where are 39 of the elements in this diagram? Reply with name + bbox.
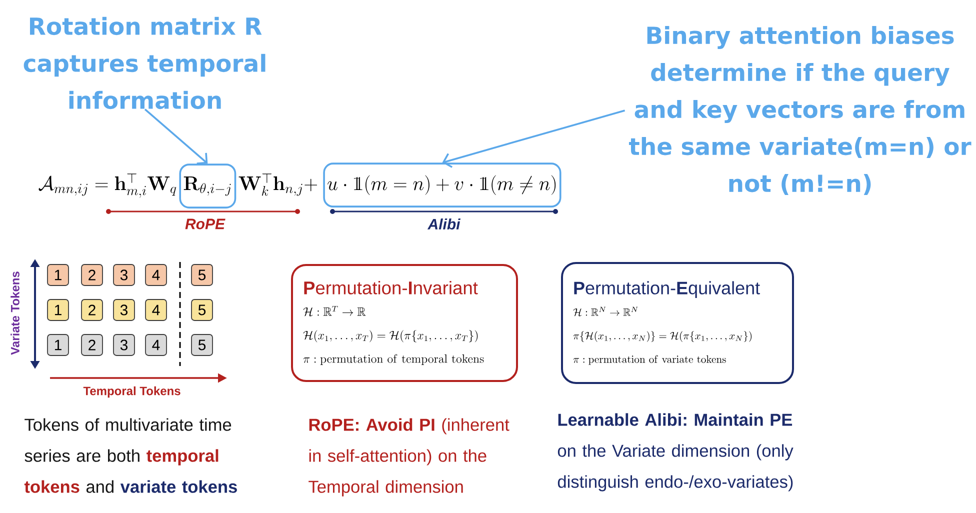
formula-line: $\pi:\mathrm{permutation\ of\ variate\ tokens}$ xyxy=(573,355,726,365)
formula-line: $\mathcal{H}:\mathbb{R}^{N}\to\mathbb{R}^{N}$ xyxy=(573,306,638,316)
token-tile: 1 xyxy=(47,264,69,286)
token-tile: 3 xyxy=(113,299,135,321)
formula-line: $\pi:\mathrm{permutation\ of\ temporal\ tokens}$ xyxy=(303,354,484,366)
bracket-label: RoPE xyxy=(185,218,226,230)
callout-text: Binary attention biases determine if the query and key vectors are from the same variate(m=n) or not (m!=n) xyxy=(628,26,972,195)
formula-line: $\mathcal{H}(x_1,\ldots,x_T)=\mathcal{H}(\pi\{x_1,\ldots,x_T\})$ xyxy=(303,330,478,342)
token-tile: 1 xyxy=(47,334,69,356)
token-tile: 2 xyxy=(81,334,103,356)
highlight-box: $u\cdot 1\!\!1(m=n)+v\cdot 1\!\!1(m\neq n)$ xyxy=(323,162,562,208)
box-heading: Permutation-Invariant xyxy=(304,280,478,294)
caption-text: Tokens of multivariate time series are both temporal tokens and variate tokens xyxy=(24,418,237,493)
token-tile: 5 xyxy=(191,264,213,286)
axis-label: Variate Tokens xyxy=(10,272,20,355)
leader-arrow xyxy=(144,108,208,164)
highlight-box: $\mathbf{R}_{\theta,i-j}$ xyxy=(179,164,236,208)
callout-text: Rotation matrix R captures temporal information xyxy=(24,16,266,110)
caption-text: RoPE: Avoid PI (inherent in self-attention) on the Temporal dimension xyxy=(308,418,510,496)
formula-line: $\pi\{\mathcal{H}(x_1,\ldots,x_N)\}=\mathcal{H}(\pi\{x_1,\ldots,x_N\})$ xyxy=(573,331,752,342)
formula: $\mathbf{W}_k^{\top}\mathbf{h}_{n,j}+$ xyxy=(238,174,318,196)
bracket-label: Alibi xyxy=(427,218,461,230)
property-box xyxy=(291,264,518,382)
token-tile: 4 xyxy=(145,334,167,356)
token-tile: 3 xyxy=(113,264,135,286)
token-tile: 1 xyxy=(47,299,69,321)
token-tile: 5 xyxy=(191,334,213,356)
token-tile: 4 xyxy=(145,264,167,286)
leader-arrow xyxy=(442,110,626,168)
formula-line: $\mathcal{H}:\mathbb{R}^{T}\to\mathbb{R}$ xyxy=(303,306,366,316)
token-tile: 2 xyxy=(81,299,103,321)
caption-text: Learnable Alibi: Maintain PE on the Variate dimension (only distinguish endo-/exo-variates) xyxy=(558,413,794,492)
token-tile: 2 xyxy=(81,264,103,286)
token-tile: 4 xyxy=(145,299,167,321)
box-heading: Permutation-Equivalent xyxy=(574,281,760,298)
token-tile: 5 xyxy=(191,299,213,321)
property-box xyxy=(561,262,794,384)
token-tile: 3 xyxy=(113,334,135,356)
axis-label: Temporal Tokens xyxy=(83,386,180,398)
